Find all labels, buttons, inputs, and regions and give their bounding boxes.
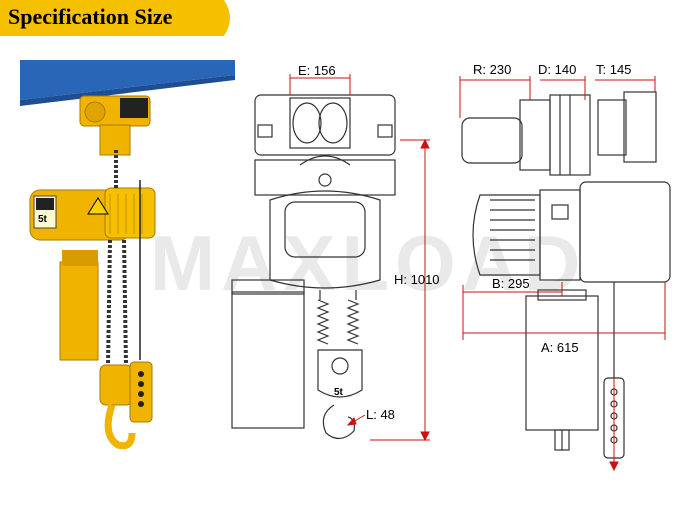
dim-label-e: E: 156 xyxy=(298,63,336,78)
watermark: MAXLOAD xyxy=(150,219,586,307)
page-title: Specification Size xyxy=(8,4,173,29)
dim-label-r: R: 230 xyxy=(473,62,512,77)
side-view-drawing xyxy=(461,91,671,459)
side-view-dimensions xyxy=(459,76,666,472)
hook-label: 5t xyxy=(334,387,344,398)
dim-label-d: D: 140 xyxy=(538,62,577,77)
dim-label-a: A: 615 xyxy=(541,340,579,355)
dim-label-b: B: 295 xyxy=(492,276,530,291)
dim-label-t: T: 145 xyxy=(596,62,632,77)
front-view-dimensions xyxy=(289,74,430,442)
i-beam xyxy=(20,60,235,100)
dim-label-h: H: 1010 xyxy=(394,272,440,287)
dim-label-l: L: 48 xyxy=(366,407,395,422)
hoist-photo: 5t xyxy=(20,60,235,450)
hoist-badge: 5t xyxy=(38,214,48,225)
title-banner xyxy=(0,0,230,36)
